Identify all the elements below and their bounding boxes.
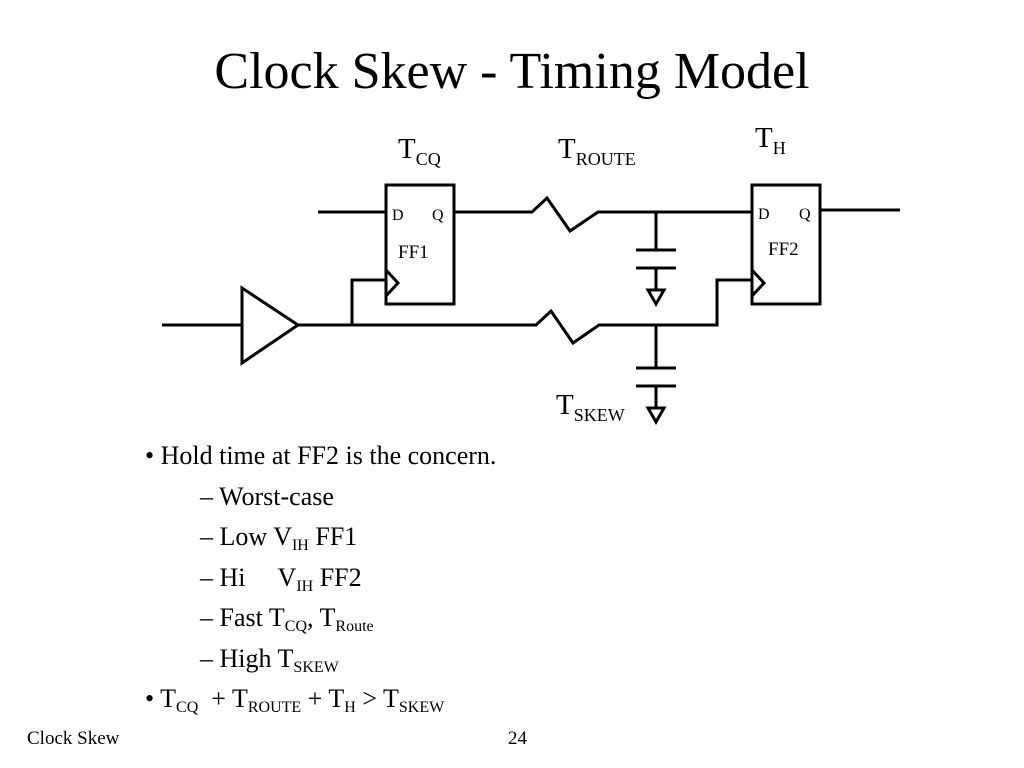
page-number: 24 <box>508 728 527 749</box>
clock-load-capacitor <box>636 325 676 426</box>
bullet-inequality: • TCQ + TROUTE + TH > TSKEW <box>145 684 445 716</box>
ff1-box <box>384 183 456 306</box>
slide-title: Clock Skew - Timing Model <box>214 43 810 100</box>
sub-bullet-fast-tcq: – Fast TCQ, TRoute <box>200 603 374 635</box>
sub-bullet-low-vih: – Low VIH FF1 <box>200 522 358 554</box>
flip-flop-ff1: D Q FF1 <box>384 183 456 306</box>
bullet-hold-time: • Hold time at FF2 is the concern. <box>145 441 497 470</box>
label-th: TH <box>755 122 786 158</box>
ff1-clock-wire <box>350 278 386 325</box>
ff2-label: FF2 <box>768 239 799 260</box>
sub-bullet-high-tskew: – High TSKEW <box>200 643 339 676</box>
ff1-label: FF1 <box>398 242 429 263</box>
ff1-q-pin: Q <box>432 207 444 224</box>
ff2-d-pin: D <box>758 206 770 223</box>
ff1-d-pin: D <box>392 207 404 224</box>
clock-buffer-icon <box>240 285 301 366</box>
ff2-box <box>750 183 822 306</box>
ff1-clock-triangle-icon <box>384 268 401 298</box>
data-path <box>318 195 900 234</box>
sub-bullet-worst-case: – Worst-case <box>200 481 334 511</box>
label-troute: TROUTE <box>558 133 636 169</box>
ff2-clock-triangle-icon <box>750 268 767 298</box>
label-tcq: TCQ <box>398 133 441 169</box>
clock-path <box>162 278 752 366</box>
label-tskew: TSKEW <box>556 389 625 425</box>
ground-icon <box>645 288 667 308</box>
data-route-wire <box>454 195 752 234</box>
ground-icon <box>645 406 667 426</box>
clock-route-wire <box>298 278 752 346</box>
bullet-list: • Hold time at FF2 is the concern. – Wor… <box>145 436 496 720</box>
ff2-q-pin: Q <box>799 206 811 223</box>
footer-title: Clock Skew <box>27 728 120 749</box>
sub-bullet-hi-vih: – Hi VIH FF2 <box>200 562 362 595</box>
data-load-capacitor <box>636 212 676 308</box>
flip-flop-ff2: D Q FF2 <box>750 183 822 306</box>
